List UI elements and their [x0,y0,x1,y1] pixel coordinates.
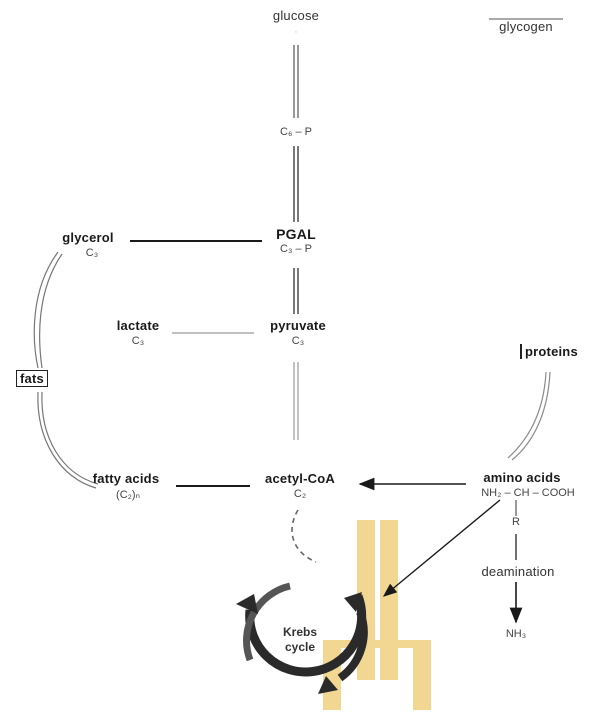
r-group-label: R [512,516,520,528]
cycle-arrow-head [236,594,258,614]
acetyl-coa-label: acetyl-CoA [265,471,335,486]
proteins-aminoacids-curve [507,371,551,461]
acetylcoa-to-krebs-line [291,509,317,563]
krebs-cycle-ring [236,582,368,694]
pyruvate-label: pyruvate [270,318,326,333]
lactate-sub: C₃ [131,335,145,347]
amino-acids-label: amino acids [483,470,561,485]
fatty-acids-sub: (C₂)ₙ [116,489,140,501]
krebs-line-2: cycle [284,640,316,654]
pyruvate-to-acetylcoa-line [293,362,299,440]
proteins-label: proteins [520,344,578,359]
aminoacids-to-krebs-arrow [382,499,501,597]
pyruvate-sub: C₃ [291,335,305,347]
pgal-to-pyruvate-line [293,268,299,314]
watermark-logo [323,520,431,710]
glycerol-sub: C₃ [85,247,99,259]
acetyl-coa-sub: C₂ [293,488,307,500]
c6p-to-pgal-line [293,146,299,222]
nh3-label: NH₃ [505,628,527,640]
c6p-label: C₆ – P [280,126,312,138]
glucose-to-c6p-line [293,45,299,118]
glycogen-label: glycogen [499,19,553,34]
glycerol-fats-curve [33,251,63,369]
fats-fattyacids-curve [37,391,99,489]
amino-acids-formula: NH₂ – CH – COOH [481,487,575,499]
pgal-sub: C₃ – P [280,243,312,255]
fatty-acids-label: fatty acids [92,471,160,486]
glycogen-overline [489,18,563,20]
fats-label: fats [16,370,48,387]
deamination-label: deamination [481,564,555,579]
glucose-label: glucose [272,8,320,23]
pgal-label: PGAL [276,226,316,242]
glucose-sub: · [294,26,298,38]
krebs-cycle-label: Krebs cycle [283,625,317,655]
glycerol-label: glycerol [62,230,114,245]
lactate-label: lactate [116,318,160,333]
krebs-line-1: Krebs [282,625,318,639]
